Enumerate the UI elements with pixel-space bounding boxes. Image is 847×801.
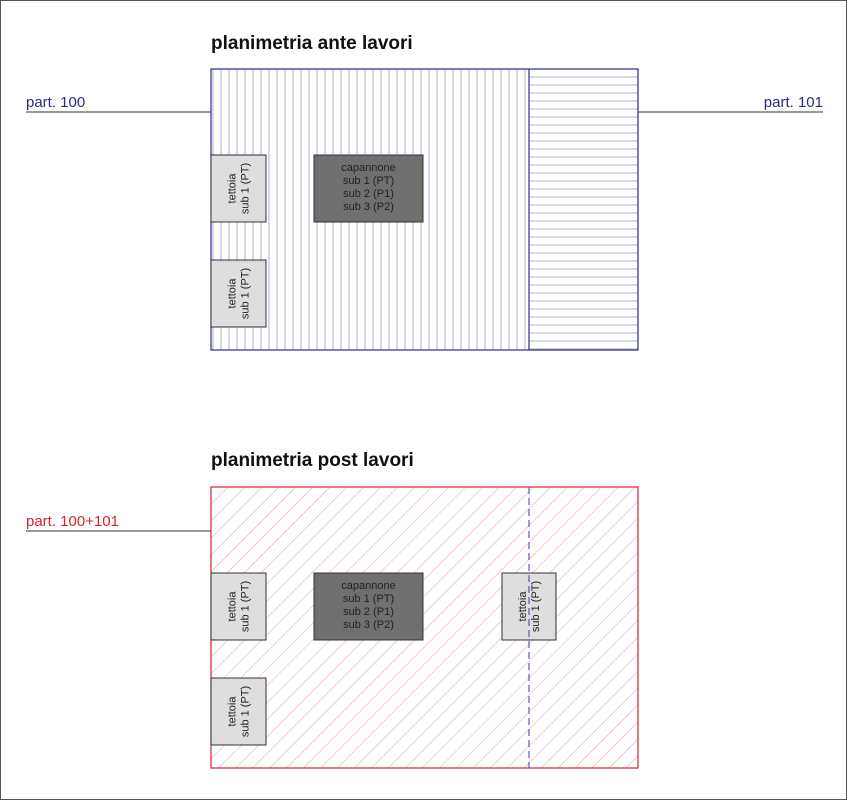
- parcel-101-area: [529, 69, 638, 350]
- tettoia-line-2: sub 1 (PT): [240, 268, 252, 319]
- tettoia-line-1: tettoia: [227, 278, 239, 309]
- capannone-line-4: sub 3 (P2): [343, 201, 394, 213]
- tettoia-block: [210, 572, 267, 641]
- label-part-101: part. 101: [764, 94, 823, 111]
- capannone-line-2: sub 1 (PT): [343, 593, 394, 605]
- label-part-100-101: part. 100+101: [26, 513, 119, 530]
- tettoia-line-1: tettoia: [517, 591, 529, 622]
- post-tettoia-2: tettoia sub 1 (PT): [210, 677, 267, 746]
- capannone-line-1: capannone: [341, 580, 395, 592]
- tettoia-line-2: sub 1 (PT): [240, 686, 252, 737]
- post-tettoia-3: tettoia sub 1 (PT): [501, 572, 557, 641]
- tettoia-line-1: tettoia: [227, 591, 239, 622]
- capannone-line-3: sub 2 (P1): [343, 188, 394, 200]
- label-part-100: part. 100: [26, 94, 85, 111]
- tettoia-block: [210, 154, 267, 223]
- tettoia-line-2: sub 1 (PT): [240, 581, 252, 632]
- capannone-line-4: sub 3 (P2): [343, 619, 394, 631]
- tettoia-block: [501, 572, 557, 641]
- merged-parcel-area: [210, 486, 639, 769]
- tettoia-line-1: tettoia: [227, 696, 239, 727]
- tettoia-line-1: tettoia: [227, 173, 239, 204]
- ante-capannone: capannone sub 1 (PT) sub 2 (P1) sub 3 (P…: [313, 154, 424, 223]
- capannone-line-2: sub 1 (PT): [343, 175, 394, 187]
- post-capannone: capannone sub 1 (PT) sub 2 (P1) sub 3 (P…: [313, 572, 424, 641]
- post-title: planimetria post lavori: [211, 450, 414, 471]
- ante-tettoia-2: tettoia sub 1 (PT): [210, 259, 267, 328]
- capannone-line-3: sub 2 (P1): [343, 606, 394, 618]
- capannone-line-1: capannone: [341, 162, 395, 174]
- ante-tettoia-1: tettoia sub 1 (PT): [210, 154, 267, 223]
- tettoia-block: [210, 259, 267, 328]
- tettoia-block: [210, 677, 267, 746]
- capannone-block: [313, 572, 424, 641]
- ante-title: planimetria ante lavori: [211, 33, 413, 54]
- post-tettoia-1: tettoia sub 1 (PT): [210, 572, 267, 641]
- tettoia-line-2: sub 1 (PT): [530, 581, 542, 632]
- tettoia-line-2: sub 1 (PT): [240, 163, 252, 214]
- capannone-block: [313, 154, 424, 223]
